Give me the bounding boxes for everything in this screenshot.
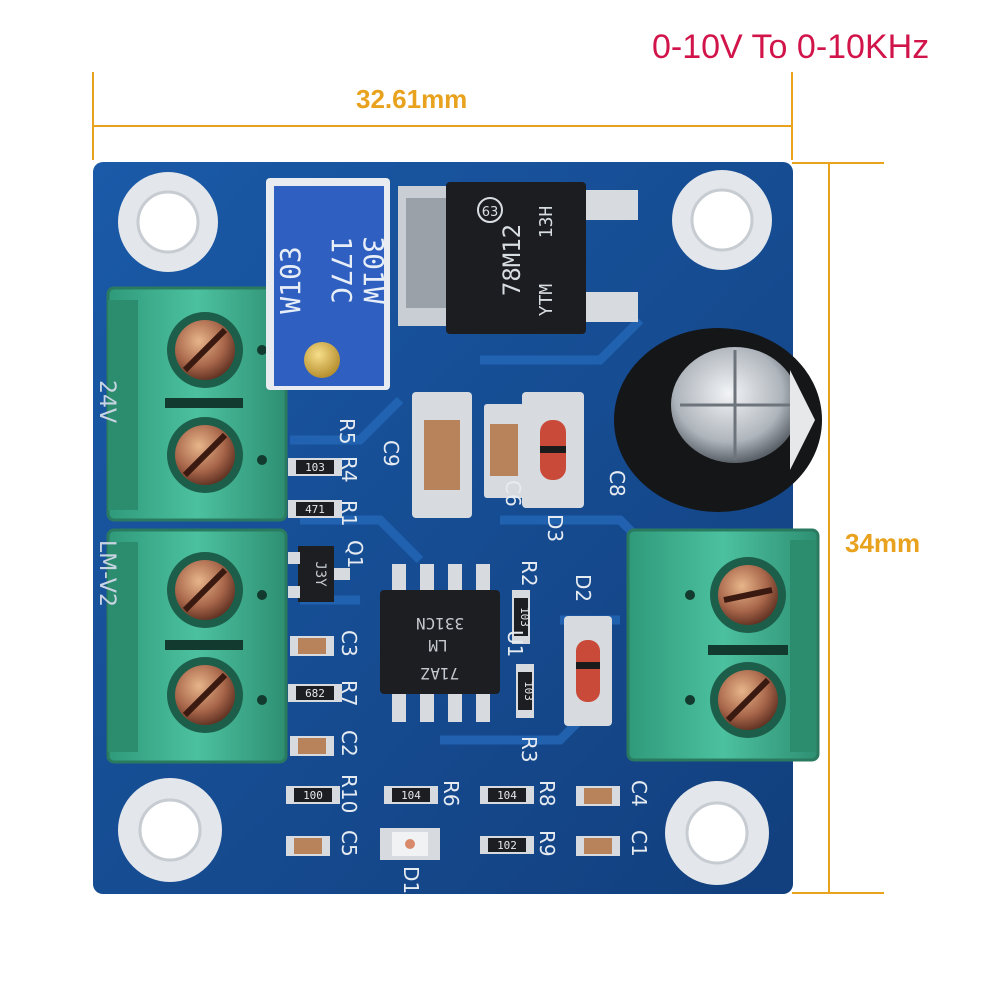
silk-d2: D2 xyxy=(571,574,595,602)
silk-c5: C5 xyxy=(337,830,361,857)
regulator-code-2: YTM xyxy=(536,284,557,317)
silk-r3: R3 xyxy=(517,736,541,763)
silk-r1: R1 xyxy=(337,500,361,527)
silk-c4: C4 xyxy=(627,780,651,807)
resistor-r7-label: 682 xyxy=(305,687,325,700)
silk-c1: C1 xyxy=(627,830,651,857)
diode-d2 xyxy=(564,616,612,726)
height-dimension-label: 34mm xyxy=(845,528,921,558)
silk-c3: C3 xyxy=(337,630,361,657)
silk-left-text-2: LM-V2 xyxy=(94,540,119,607)
terminal-block-top-left xyxy=(106,286,288,522)
lm331-ic: LM 331CN 71AZ xyxy=(380,564,500,722)
terminal-block-bottom-left xyxy=(106,528,288,764)
ic-marking-2: 331CN xyxy=(416,614,464,633)
smd-capacitor-c6 xyxy=(484,404,524,498)
resistor-r8-label: 104 xyxy=(497,789,517,802)
silk-r2: R2 xyxy=(517,560,541,587)
silk-q1: Q1 xyxy=(343,540,367,568)
regulator-marking: 78M12 xyxy=(498,224,526,296)
resistor-r1-label: 471 xyxy=(305,503,325,516)
trimmer-marking-3: 301W xyxy=(357,236,390,304)
resistor-r3-label: 103 xyxy=(522,681,535,701)
silk-r10: R10 xyxy=(337,774,361,813)
width-dimension-line xyxy=(92,72,793,160)
product-title: 0-10V To 0-10KHz xyxy=(652,28,930,66)
silk-left-text-1: 24V xyxy=(94,380,119,423)
silk-r6: R6 xyxy=(439,780,463,807)
regulator-badge: 63 xyxy=(482,205,499,220)
smd-resistors: 103 471 682 100 104 104 102 103 103 xyxy=(286,458,535,854)
width-dimension-label: 32.61mm xyxy=(356,84,468,114)
diode-d3 xyxy=(522,392,584,508)
transistor-q1: J3Y xyxy=(288,546,350,602)
mounting-holes xyxy=(118,170,772,885)
silk-r7: R7 xyxy=(337,680,361,707)
trimmer-marking-2: 177C xyxy=(325,236,358,303)
trimmer-marking-1: W103 xyxy=(274,246,307,313)
resistor-r10-label: 100 xyxy=(303,789,323,802)
voltage-regulator: 78M12 13H YTM 63 xyxy=(398,182,638,334)
silk-r8: R8 xyxy=(535,780,559,807)
silk-u1: U1 xyxy=(503,630,527,657)
resistor-r9-label: 102 xyxy=(497,839,517,852)
smd-capacitor-c9 xyxy=(412,392,472,518)
silk-c2: C2 xyxy=(337,730,361,757)
transistor-marking: J3Y xyxy=(312,561,328,587)
regulator-code-1: 13H xyxy=(536,206,557,239)
ic-marking-1: LM xyxy=(428,636,447,655)
trimmer-potentiometer: W103 177C 301W xyxy=(266,178,390,390)
silk-d1: D1 xyxy=(399,866,423,894)
smd-capacitors-small xyxy=(286,636,620,856)
silk-d3: D3 xyxy=(543,514,567,542)
height-dimension-line xyxy=(792,162,884,894)
ic-marking-3: 71AZ xyxy=(420,664,459,683)
silk-c6: C6 xyxy=(501,480,525,507)
resistor-r6-label: 104 xyxy=(401,789,421,802)
silk-r4: R4 xyxy=(337,456,361,483)
resistor-r4-label: 103 xyxy=(305,461,325,474)
resistor-r2-label: 103 xyxy=(518,607,531,627)
electrolytic-capacitor xyxy=(614,328,822,512)
silk-r5: R5 xyxy=(335,418,359,445)
silk-r9: R9 xyxy=(535,830,559,857)
led-d1 xyxy=(380,828,440,860)
silk-c9: C9 xyxy=(379,440,403,467)
terminal-block-right xyxy=(626,528,820,762)
silk-c8: C8 xyxy=(605,470,629,497)
